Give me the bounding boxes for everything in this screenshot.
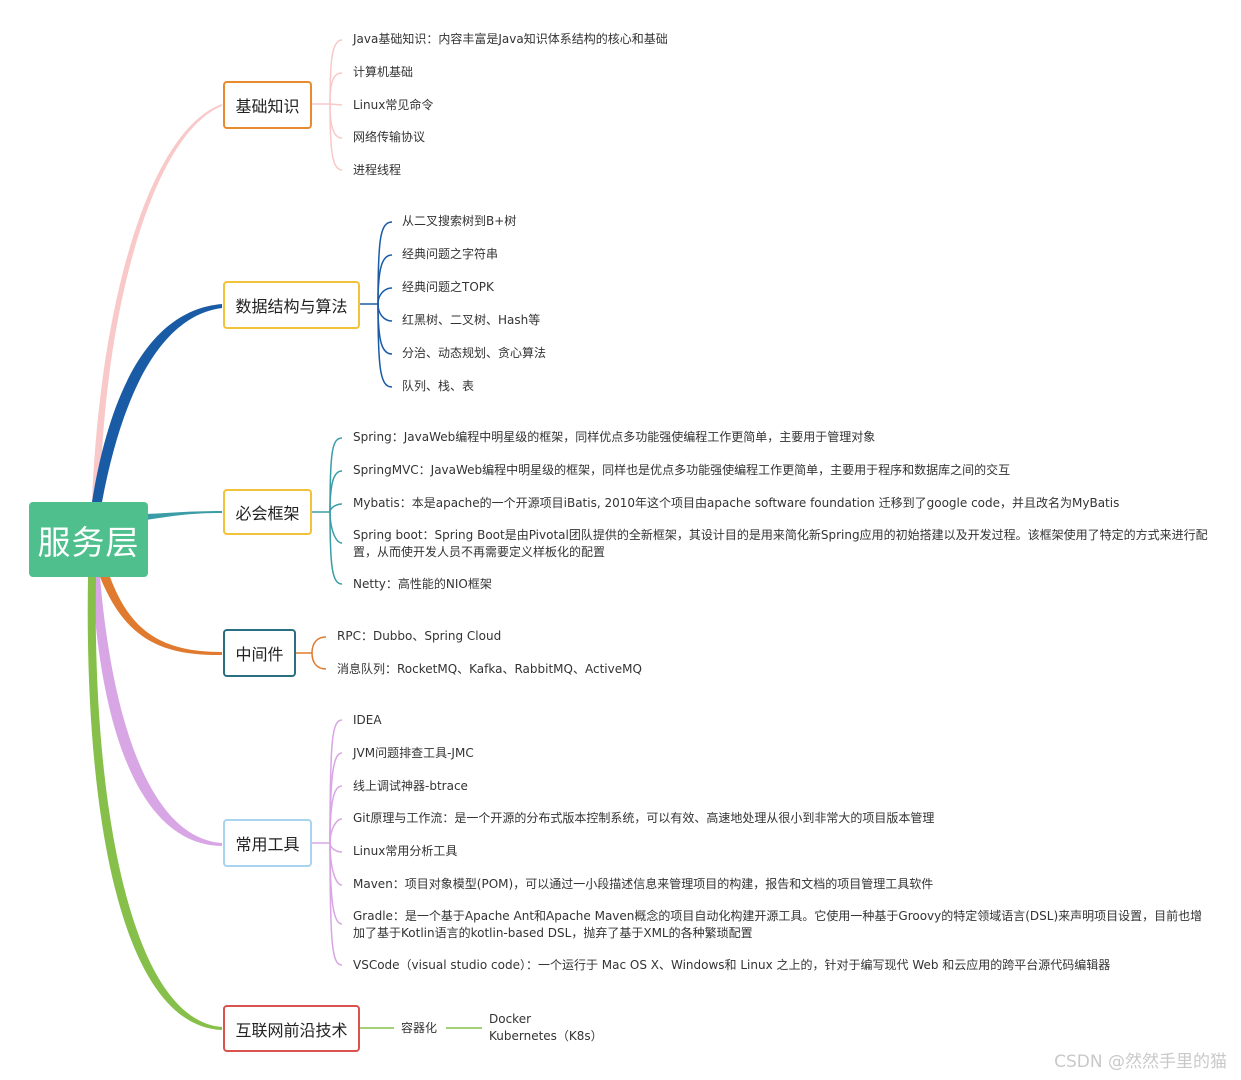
leaf-docker[interactable]: Docker [489,1012,532,1026]
leaf-linux-analysis[interactable]: Linux常用分析工具 [353,844,458,858]
leaf-jmc[interactable]: JVM问题排查工具-JMC [353,746,474,760]
connector-middleware [100,577,222,656]
connector-frameworks [146,511,222,520]
connector-tools [92,577,222,846]
leaf-vscode[interactable]: VSCode（visual studio code）：一个运行于 Mac OS … [353,958,1111,972]
leaf-computer-basics[interactable]: 计算机基础 [353,65,414,79]
leaf-topk[interactable]: 经典问题之TOPK [402,280,494,294]
leaf-rpc[interactable]: RPC：Dubbo、Spring Cloud [337,629,502,643]
leaf-netty[interactable]: Netty：高性能的NIO框架 [353,577,492,591]
basics-leaf-connectors [312,39,343,171]
leaf-algorithms[interactable]: 分治、动态规划、贪心算法 [402,346,547,360]
root-node-service-layer[interactable]: 服务层 [29,502,148,577]
leaf-network-protocols[interactable]: 网络传输协议 [353,130,426,144]
middleware-leaf-connectors [296,636,327,670]
watermark: CSDN @然然手里的猫 [1054,1052,1227,1072]
leaf-kubernetes[interactable]: Kubernetes（K8s） [489,1029,603,1043]
tools-leaf-connectors [312,719,343,966]
sub-branch-containerization[interactable]: 容器化 [401,1021,438,1035]
leaf-bst-bplus[interactable]: 从二叉搜索树到B+树 [402,214,517,228]
branch-frameworks[interactable]: 必会框架 [223,489,312,535]
leaf-gradle[interactable]: Gradle：是一个基于Apache Ant和Apache Maven概念的项目… [353,909,1203,940]
leaf-springmvc[interactable]: SpringMVC：JavaWeb编程中明星级的框架，同样也是优点多功能强使编程… [353,463,1011,477]
branch-middleware[interactable]: 中间件 [223,629,296,677]
leaf-process-thread[interactable]: 进程线程 [353,163,402,177]
leaf-java-basics[interactable]: Java基础知识：内容丰富是Java知识体系结构的核心和基础 [353,32,668,46]
leaf-idea[interactable]: IDEA [353,713,382,727]
algorithms-leaf-connectors [360,221,393,388]
branch-tools[interactable]: 常用工具 [223,819,312,867]
leaf-queue-stack[interactable]: 队列、栈、表 [402,379,475,393]
frameworks-leaf-connectors [312,437,343,585]
connector-basics [92,104,222,502]
leaf-message-queue[interactable]: 消息队列：RocketMQ、Kafka、RabbitMQ、ActiveMQ [337,662,642,676]
leaf-btrace[interactable]: 线上调试神器-btrace [353,779,468,793]
leaf-git[interactable]: Git原理与工作流：是一个开源的分布式版本控制系统，可以有效、高速地处理从很小到… [353,811,935,825]
branch-frontier[interactable]: 互联网前沿技术 [223,1005,360,1052]
leaf-trees-hash[interactable]: 红黑树、二叉树、Hash等 [402,313,541,327]
leaf-linux-commands[interactable]: Linux常见命令 [353,98,434,112]
leaf-maven[interactable]: Maven：项目对象模型(POM)，可以通过一小段描述信息来管理项目的构建，报告… [353,877,934,891]
leaf-spring[interactable]: Spring：JavaWeb编程中明星级的框架，同样优点多功能强使编程工作更简单… [353,430,876,444]
branch-algorithms[interactable]: 数据结构与算法 [223,281,360,329]
leaf-mybatis[interactable]: Mybatis：本是apache的一个开源项目iBatis, 2010年这个项目… [353,496,1120,510]
leaf-string-problems[interactable]: 经典问题之字符串 [402,247,499,261]
connector-algorithms [92,304,222,502]
branch-basics[interactable]: 基础知识 [223,81,312,129]
leaf-spring-boot[interactable]: Spring boot：Spring Boot是由Pivotal团队提供的全新框… [353,528,1208,559]
